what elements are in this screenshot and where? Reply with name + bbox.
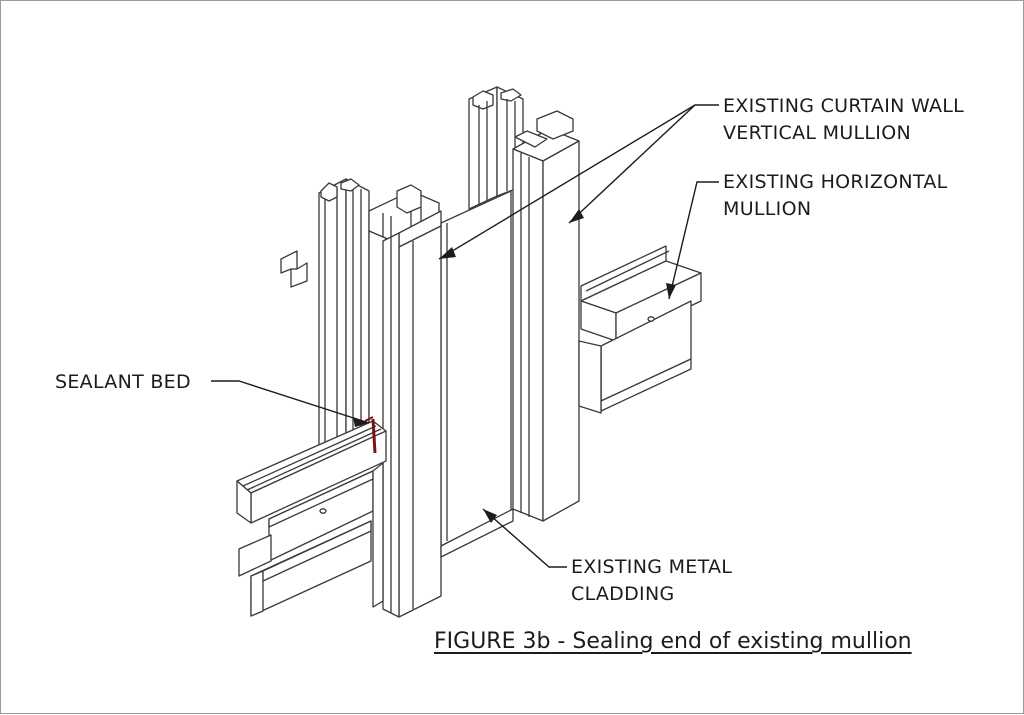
back-left-mullion	[318, 178, 370, 450]
label-curtain-wall-mullion-line1: EXISTING CURTAIN WALL	[723, 95, 965, 117]
back-right-mullion	[468, 86, 524, 210]
label-sealant-bed: SEALANT BED	[55, 371, 191, 393]
front-left-mullion	[382, 210, 442, 618]
label-horizontal-mullion-line2: MULLION	[723, 198, 812, 220]
label-metal-cladding-line1: EXISTING METAL	[571, 556, 733, 578]
metal-cladding-panel	[440, 190, 512, 547]
cladding-lower	[440, 508, 514, 558]
label-metal-cladding-line2: CLADDING	[571, 583, 675, 605]
figure-caption: FIGURE 3b - Sealing end of existing mull…	[434, 629, 912, 654]
anchor-clip	[280, 250, 308, 288]
label-curtain-wall-mullion-line2: VERTICAL MULLION	[723, 122, 911, 144]
sealant-bed-mark	[364, 416, 377, 454]
label-horizontal-mullion: EXISTING HORIZONTAL MULLION	[723, 169, 948, 223]
arrow-heads	[353, 209, 676, 523]
label-curtain-wall-mullion: EXISTING CURTAIN WALL VERTICAL MULLION	[723, 93, 964, 147]
label-metal-cladding: EXISTING METAL CLADDING	[571, 554, 732, 608]
leader-lines	[211, 104, 719, 568]
right-horizontal-mullion	[578, 245, 702, 414]
label-horizontal-mullion-line1: EXISTING HORIZONTAL	[723, 171, 948, 193]
left-horizontal-mullion	[236, 420, 387, 617]
front-right-mullion	[512, 110, 580, 522]
